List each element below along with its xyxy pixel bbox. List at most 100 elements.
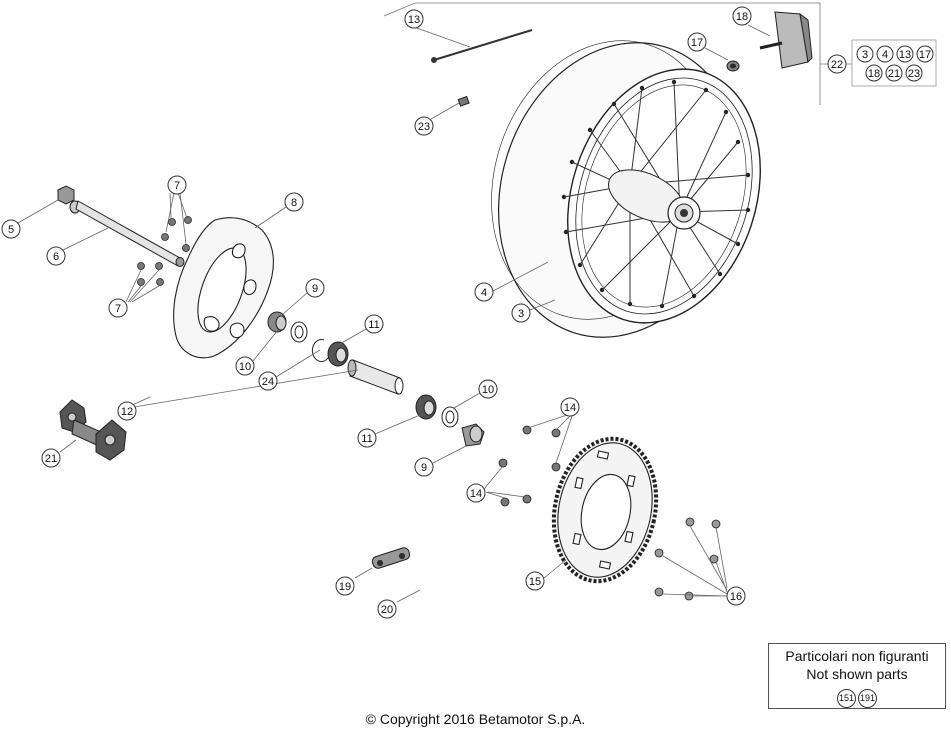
svg-text:20: 20 — [381, 604, 393, 616]
spoke-part — [431, 29, 533, 63]
wheel-spacer-left — [267, 311, 287, 333]
legend-badge: 13 — [896, 45, 914, 63]
group-22-legend: 3 4 13 17 18 21 23 — [851, 39, 937, 87]
not-shown-label-english: Not shown parts — [806, 666, 908, 682]
callout-16: 16 — [726, 586, 746, 606]
callout-8: 8 — [284, 192, 304, 212]
svg-text:19: 19 — [339, 581, 351, 593]
svg-text:13: 13 — [408, 14, 420, 26]
hub-assembly — [59, 399, 127, 461]
rim-lock-part — [759, 11, 813, 69]
rear-wheel — [491, 40, 761, 338]
oil-seal-right — [441, 406, 459, 428]
svg-text:14: 14 — [564, 402, 576, 414]
callout-19: 19 — [335, 576, 355, 596]
spoke-nipple — [457, 95, 470, 107]
svg-text:9: 9 — [312, 283, 318, 295]
callout-4: 4 — [474, 282, 494, 302]
copyright-notice: © Copyright 2016 Betamotor S.p.A. — [365, 711, 586, 727]
wheel-hub — [608, 169, 701, 230]
callout-12: 12 — [117, 401, 137, 421]
legend-badge: 18 — [865, 64, 883, 82]
svg-text:24: 24 — [262, 376, 274, 388]
callout-24: 24 — [258, 371, 278, 391]
svg-text:23: 23 — [908, 68, 920, 80]
callout-23: 23 — [414, 116, 434, 136]
not-shown-parts-box: Particolari non figuranti Not shown part… — [768, 643, 946, 709]
rim-nut — [726, 60, 740, 72]
callout-14-lower: 14 — [466, 483, 486, 503]
legend-badge: 23 — [905, 64, 923, 82]
callout-7-upper: 7 — [167, 175, 187, 195]
svg-text:17: 17 — [691, 37, 703, 49]
bearing-upper — [327, 341, 349, 367]
svg-text:7: 7 — [174, 180, 180, 192]
callout-22: 22 — [827, 54, 847, 74]
callout-balloons: 13 18 17 22 23 5 6 7 7 8 9 10 11 24 12 1… — [1, 6, 847, 619]
callout-11-lower: 11 — [357, 428, 377, 448]
legend-badge: 3 — [856, 45, 874, 63]
legend-badge: 17 — [916, 45, 934, 63]
svg-text:21: 21 — [45, 453, 57, 465]
callout-10-upper: 10 — [235, 356, 255, 376]
brake-disc — [173, 217, 274, 359]
svg-text:10: 10 — [482, 384, 494, 396]
svg-text:12: 12 — [121, 406, 133, 418]
callout-13: 13 — [404, 9, 424, 29]
svg-text:4: 4 — [481, 287, 487, 299]
wheel-axle — [57, 185, 185, 267]
callout-11-upper: 11 — [364, 314, 384, 334]
callout-14-upper: 14 — [560, 397, 580, 417]
callout-9-lower: 9 — [414, 457, 434, 477]
legend-badge: 4 — [876, 45, 894, 63]
oil-seal-left — [290, 321, 308, 343]
svg-text:10: 10 — [239, 361, 251, 373]
svg-text:11: 11 — [368, 319, 379, 331]
svg-text:18: 18 — [736, 11, 748, 23]
callout-15: 15 — [525, 571, 545, 591]
legend-badge: 21 — [885, 64, 903, 82]
callout-20: 20 — [377, 599, 397, 619]
callout-6: 6 — [46, 246, 66, 266]
callout-7-lower: 7 — [108, 298, 128, 318]
not-shown-label-italian: Particolari non figuranti — [785, 648, 929, 664]
svg-text:22: 22 — [831, 59, 843, 71]
svg-text:23: 23 — [418, 121, 430, 133]
svg-text:5: 5 — [8, 224, 14, 236]
wheel-spacer-right — [461, 423, 485, 447]
svg-text:4: 4 — [882, 49, 888, 61]
sprocket-bolts — [654, 517, 721, 601]
chain-link — [371, 547, 411, 569]
svg-text:7: 7 — [115, 303, 121, 315]
sprocket-nuts — [498, 425, 561, 507]
disc-bolts — [137, 216, 192, 286]
svg-text:13: 13 — [899, 49, 911, 61]
svg-text:3: 3 — [862, 49, 868, 61]
spacer-tube — [347, 359, 404, 395]
callout-17: 17 — [687, 32, 707, 52]
svg-text:16: 16 — [730, 591, 742, 603]
svg-text:6: 6 — [53, 251, 59, 263]
svg-text:21: 21 — [888, 68, 900, 80]
svg-text:14: 14 — [470, 488, 482, 500]
svg-text:3: 3 — [518, 308, 524, 320]
not-shown-code: 151 — [837, 689, 856, 708]
svg-text:11: 11 — [361, 433, 372, 445]
leader-lines — [17, 24, 771, 603]
svg-text:18: 18 — [868, 68, 880, 80]
svg-text:9: 9 — [421, 462, 427, 474]
svg-text:17: 17 — [919, 49, 931, 61]
callout-21: 21 — [41, 448, 61, 468]
callout-5: 5 — [1, 219, 21, 239]
circlip — [311, 339, 329, 362]
svg-text:8: 8 — [291, 197, 297, 209]
callout-10-lower: 10 — [478, 379, 498, 399]
callout-9-upper: 9 — [305, 278, 325, 298]
callout-3: 3 — [511, 303, 531, 323]
bearing-lower — [415, 394, 437, 420]
not-shown-code: 191 — [858, 689, 877, 708]
rear-sprocket — [551, 436, 659, 584]
svg-text:15: 15 — [529, 576, 541, 588]
